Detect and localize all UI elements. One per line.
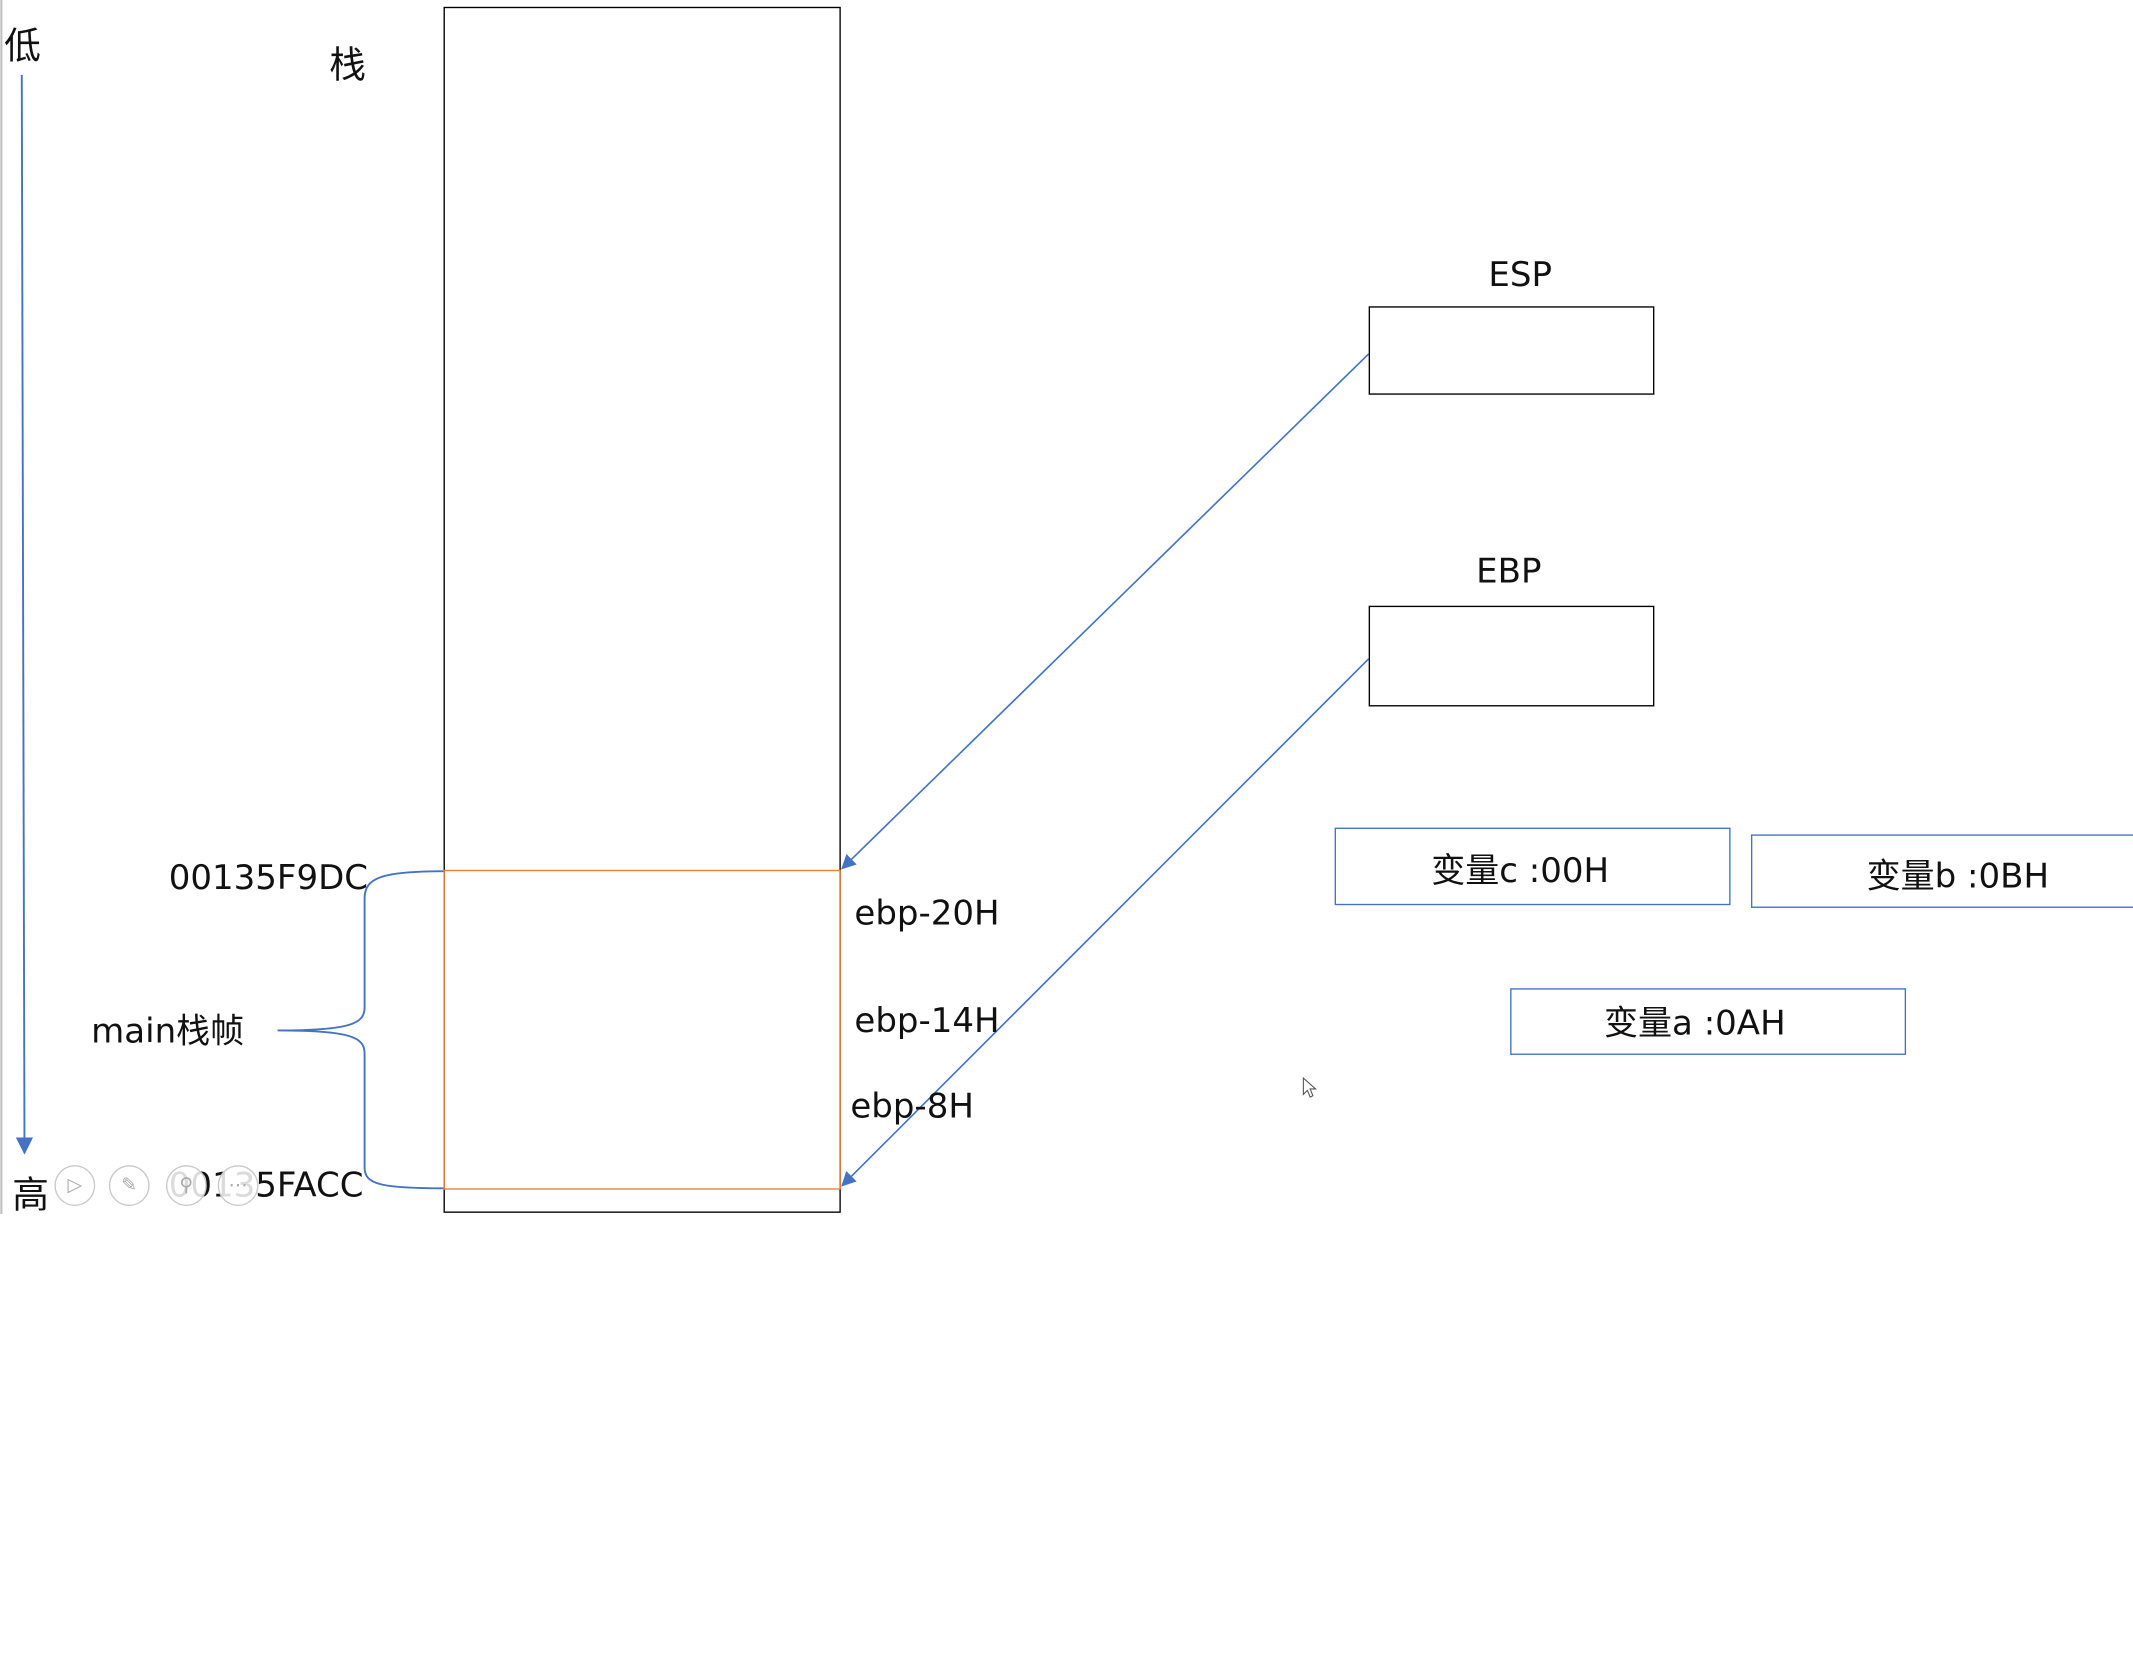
main-frame-brace <box>277 870 445 1190</box>
variable-a-label: 变量a :0AH <box>1604 1003 1786 1043</box>
low-address-label: 低 <box>4 25 41 69</box>
variable-a-box <box>1510 988 1907 1055</box>
main-frame-label: main栈帧 <box>91 1011 245 1051</box>
stack-box <box>443 6 841 1213</box>
play-icon[interactable]: ▷ <box>54 1165 96 1207</box>
variable-b-label: 变量b :0BH <box>1866 856 2050 896</box>
main-stack-frame <box>443 869 841 1190</box>
variable-c-box <box>1334 827 1731 906</box>
offset-ebp-20h: ebp-20H <box>854 892 1000 933</box>
address-top-label: 00135F9DC <box>168 857 369 898</box>
offset-ebp-8h: ebp-8H <box>850 1086 974 1126</box>
variable-c-label: 变量c :00H <box>1431 850 1610 891</box>
esp-pointer-arrow <box>841 353 1370 870</box>
stack-title: 栈 <box>329 44 366 88</box>
offset-ebp-14h: ebp-14H <box>854 1000 1000 1040</box>
pen-icon[interactable]: ✎ <box>108 1165 150 1207</box>
ebp-register-box <box>1368 605 1655 707</box>
esp-register-label: ESP <box>1488 254 1552 295</box>
ebp-pointer-arrow <box>841 658 1370 1187</box>
variable-b-box <box>1750 834 2133 908</box>
zoom-icon[interactable]: ⚲ <box>165 1165 207 1207</box>
ebp-register-label: EBP <box>1476 551 1542 591</box>
diagram-lines <box>0 0 1370 1215</box>
esp-register-box <box>1368 306 1655 395</box>
high-address-label: 高 <box>12 1174 49 1217</box>
low-to-high-arrow <box>15 74 34 1155</box>
more-icon[interactable]: ⋯ <box>217 1165 259 1207</box>
